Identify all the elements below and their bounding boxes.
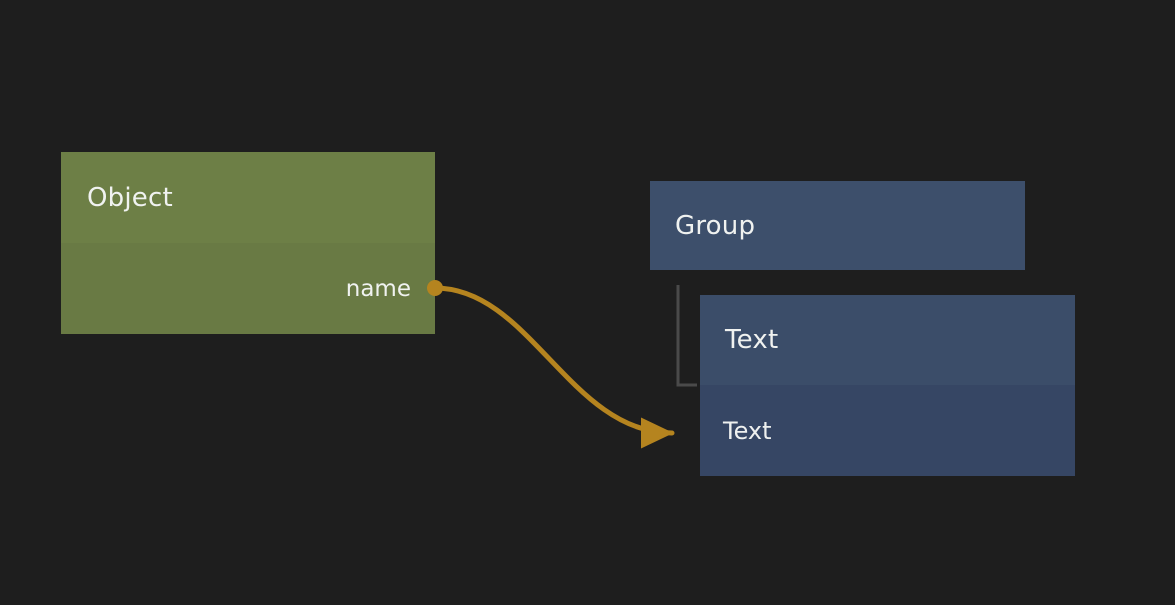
node-text[interactable]: Text Text: [700, 295, 1075, 476]
node-text-header[interactable]: Text: [700, 295, 1075, 385]
node-object-title: Object: [87, 182, 173, 213]
group-child-bracket: [676, 285, 697, 387]
output-port-dot-name[interactable]: [427, 280, 443, 296]
port-label-name: name: [345, 275, 411, 302]
node-text-slot-label: Text: [723, 416, 772, 445]
node-text-title: Text: [725, 325, 779, 355]
node-group[interactable]: Group: [650, 181, 1025, 270]
node-group-header[interactable]: Group: [650, 181, 1025, 270]
node-group-title: Group: [675, 210, 756, 241]
port-row-name[interactable]: name: [346, 243, 435, 334]
node-object[interactable]: Object name: [61, 152, 435, 334]
edge-name-to-text[interactable]: [432, 285, 675, 449]
node-object-body: name: [61, 243, 435, 334]
node-text-body[interactable]: Text: [700, 385, 1075, 476]
node-object-header[interactable]: Object: [61, 152, 435, 243]
